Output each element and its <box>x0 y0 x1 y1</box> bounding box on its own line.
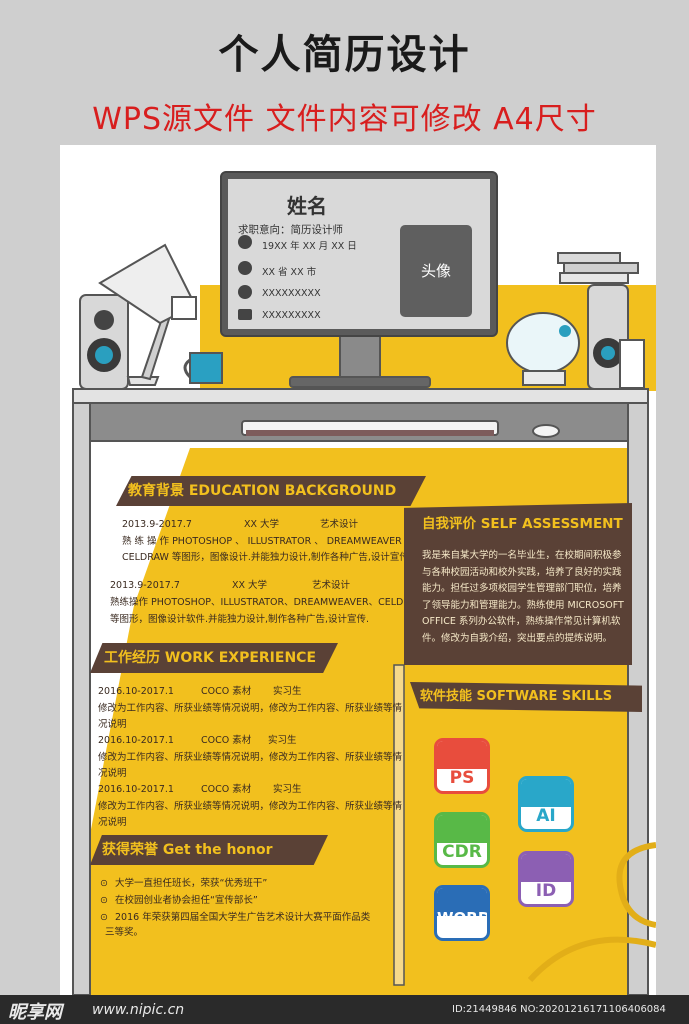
location-pin-icon <box>238 261 252 275</box>
work-1-desc-1: 修改为工作内容、所获业绩等情况说明，修改为工作内容、所获业绩等情 <box>98 703 403 714</box>
work-3-desc-1: 修改为工作内容、所获业绩等情况说明，修改为工作内容、所获业绩等情 <box>98 801 403 812</box>
skill-ps-icon: PS <box>434 738 490 794</box>
profile-birth: 19XX 年 XX 月 XX 日 <box>262 241 357 252</box>
self-heading: 自我评价 SELF ASSESSMENT <box>422 516 623 532</box>
skills-heading: 软件技能 SOFTWARE SKILLS <box>410 682 642 712</box>
profile-intent: 求职意向：简历设计师 <box>238 224 343 236</box>
photo-placeholder: 头像 <box>400 225 472 317</box>
watermark-id: ID:21449846 NO:20201216171106406084 <box>452 1004 666 1015</box>
work-2-desc-2: 况说明 <box>98 768 127 779</box>
edu-1-major: 艺术设计 <box>320 519 359 530</box>
skill-word-icon: WORD <box>434 885 490 941</box>
user-icon <box>238 235 252 249</box>
page-title: 个人简历设计 <box>218 32 471 78</box>
work-3-role: 实习生 <box>273 784 302 795</box>
work-1-company: COCO 素材 <box>201 686 252 697</box>
work-3-company: COCO 素材 <box>201 784 252 795</box>
skill-cdr-icon: CDR <box>434 812 490 868</box>
honor-item-1: 大学一直担任班长，荣获“优秀班干” <box>115 878 268 889</box>
work-2-desc-1: 修改为工作内容、所获业绩等情况说明，修改为工作内容、所获业绩等情 <box>98 752 403 763</box>
skill-id-icon: ID <box>518 851 574 907</box>
work-2-role: 实习生 <box>268 735 297 746</box>
profile-location: XX 省 XX 市 <box>262 267 317 278</box>
edu-2-desc-2: 等图形，图像设计软件.并能独力设计,制作各种广告,设计宣传. <box>110 614 370 625</box>
edu-1-period: 2013.9-2017.7 <box>122 519 192 530</box>
edu-2-major: 艺术设计 <box>312 580 351 591</box>
work-3-desc-2: 况说明 <box>98 817 127 828</box>
education-heading: 教育背景 EDUCATION BACKGROUND <box>116 476 426 506</box>
page-subtitle: WPS源文件 文件内容可修改 A4尺寸 <box>92 102 597 137</box>
self-text: 我是来自某大学的一名毕业生，在校期间积极参与各种校园活动和校外实践，培养了良好的… <box>422 550 624 644</box>
watermark-url: www.nipic.cn <box>92 1002 185 1018</box>
edu-1-desc-2: CELDRAW 等图形，图像设计.并能独力设计,制作各种广告,设计宣传. <box>122 552 412 563</box>
work-1-role: 实习生 <box>273 686 302 697</box>
watermark-logo: 昵享网 <box>8 1002 62 1023</box>
profile-name: 姓名 <box>287 194 327 218</box>
profile-email: XXXXXXXXX <box>262 310 321 321</box>
edu-1-desc-1: 熟 练 操 作 PHOTOSHOP 、 ILLUSTRATOR 、 DREAMW… <box>122 536 415 547</box>
watermark-bar: 昵享网 www.nipic.cn ID:21449846 NO:20201216… <box>0 995 689 1024</box>
work-2-period: 2016.10-2017.1 <box>98 735 174 746</box>
honor-bullet-icon: ⊙ <box>100 878 108 889</box>
work-heading: 工作经历 WORK EXPERIENCE <box>90 643 338 673</box>
work-1-period: 2016.10-2017.1 <box>98 686 174 697</box>
edu-2-school: XX 大学 <box>232 580 268 591</box>
work-1-desc-2: 况说明 <box>98 719 127 730</box>
work-3-period: 2016.10-2017.1 <box>98 784 174 795</box>
honor-bullet-icon: ⊙ <box>100 912 108 923</box>
honor-item-3: 2016 年荣获第四届全国大学生广告艺术设计大赛平面作品类 <box>115 912 371 923</box>
profile-phone: XXXXXXXXX <box>262 288 321 299</box>
self-assessment-panel <box>404 503 632 665</box>
edu-2-desc-1: 熟练操作 PHOTOSHOP、ILLUSTRATOR、DREAMWEAVER、C… <box>110 597 425 608</box>
skill-ai-icon: AI <box>518 776 574 832</box>
honor-bullet-icon: ⊙ <box>100 895 108 906</box>
honor-heading: 获得荣誉 Get the honor <box>90 835 328 865</box>
edu-1-school: XX 大学 <box>244 519 280 530</box>
edu-2-period: 2013.9-2017.7 <box>110 580 180 591</box>
honor-item-3-continued: 三等奖。 <box>105 927 144 938</box>
mail-icon <box>238 309 252 320</box>
honor-item-2: 在校园创业者协会担任“宣传部长” <box>115 895 258 906</box>
resume-poster: 姓名 求职意向：简历设计师 19XX 年 XX 月 XX 日 XX 省 XX 市… <box>60 145 656 995</box>
work-2-company: COCO 素材 <box>201 735 252 746</box>
phone-icon <box>238 285 252 299</box>
